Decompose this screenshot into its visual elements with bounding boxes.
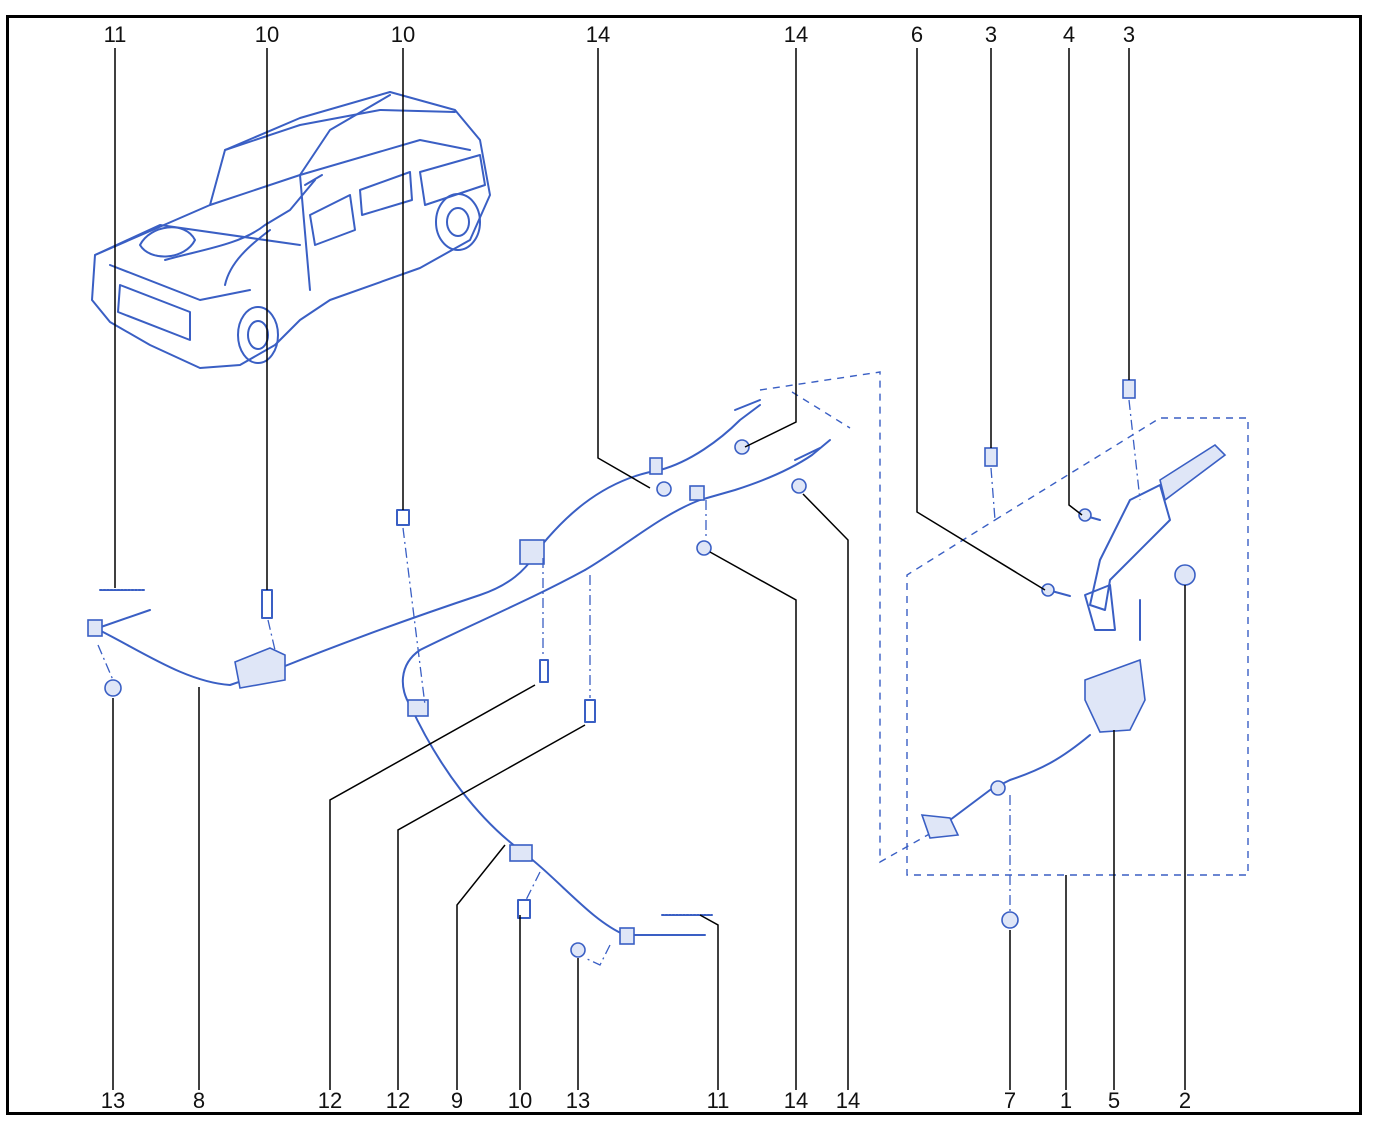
lever-assembly bbox=[906, 379, 1249, 929]
rear-right-cable bbox=[401, 569, 713, 958]
callout-bottom-13a: 13 bbox=[100, 1088, 126, 1113]
front-cable bbox=[529, 399, 831, 571]
callout-bottom-11: 11 bbox=[706, 1088, 730, 1113]
callout-bottom-10: 10 bbox=[507, 1088, 533, 1113]
fasteners bbox=[97, 500, 707, 966]
callout-bottom-13b: 13 bbox=[565, 1088, 591, 1113]
callout-bottom-8: 8 bbox=[192, 1088, 206, 1113]
callout-top-4: 4 bbox=[1062, 22, 1076, 47]
callout-bottom-2: 2 bbox=[1178, 1088, 1192, 1113]
callout-bottom-12a: 12 bbox=[317, 1088, 343, 1113]
callout-top-6: 6 bbox=[910, 22, 924, 47]
callout-top-10a: 10 bbox=[254, 22, 280, 47]
callout-top-3b: 3 bbox=[1122, 22, 1136, 47]
leader-lines bbox=[112, 48, 1186, 1090]
callout-bottom-14a: 14 bbox=[783, 1088, 809, 1113]
callout-top-11: 11 bbox=[103, 22, 127, 47]
callout-top-10b: 10 bbox=[390, 22, 416, 47]
rear-left-cable bbox=[87, 539, 545, 697]
callout-bottom-12b: 12 bbox=[385, 1088, 411, 1113]
callout-bottom-9: 9 bbox=[450, 1088, 464, 1113]
callout-bottom-1: 1 bbox=[1059, 1088, 1073, 1113]
callout-top-14b: 14 bbox=[783, 22, 809, 47]
callout-bottom-5: 5 bbox=[1107, 1088, 1121, 1113]
callout-bottom-7: 7 bbox=[1003, 1088, 1017, 1113]
diagram-frame bbox=[6, 15, 1362, 1115]
callout-bottom-14b: 14 bbox=[835, 1088, 861, 1113]
vehicle-illustration bbox=[91, 91, 491, 369]
callout-top-14a: 14 bbox=[585, 22, 611, 47]
callout-top-3a: 3 bbox=[984, 22, 998, 47]
